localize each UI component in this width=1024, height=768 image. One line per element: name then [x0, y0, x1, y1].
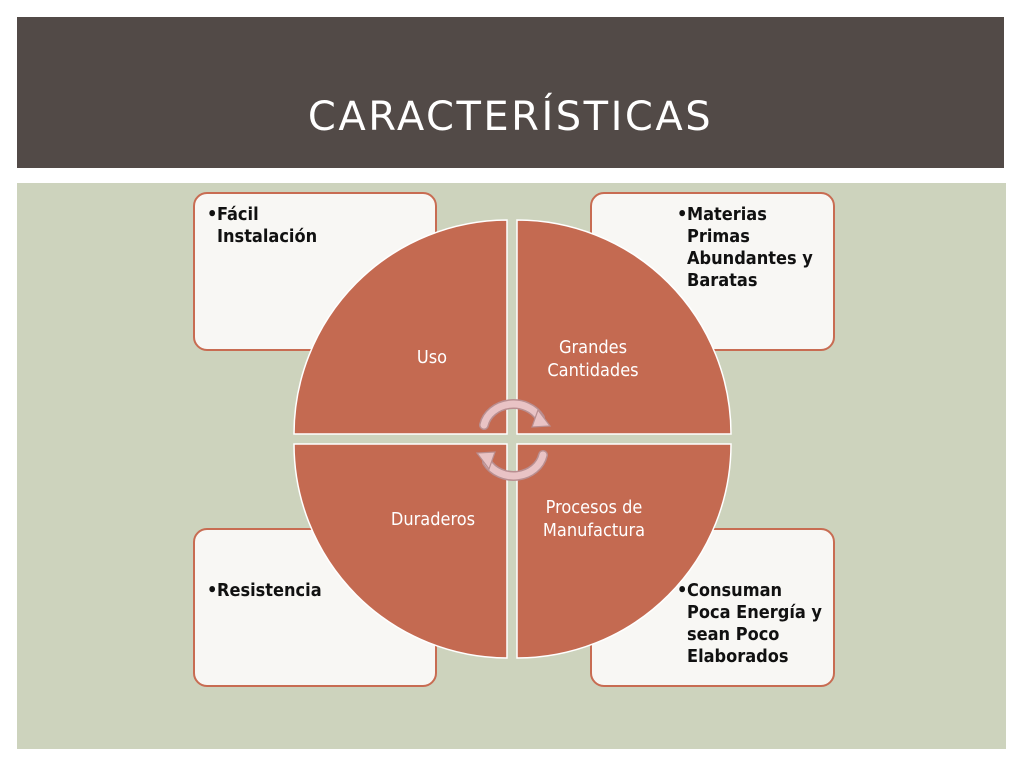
box-text-top-left: • Fácil Instalación [207, 204, 332, 248]
cycle-arrows-icon [475, 399, 552, 481]
box-label: Materias Primas Abundantes y Baratas [687, 204, 813, 291]
title-bar: CARACTERÍSTICAS [17, 17, 1004, 168]
bullet: • [677, 580, 688, 601]
quadrant-top-right [516, 219, 732, 435]
box-label: Resistencia [217, 580, 322, 601]
bullet: • [207, 580, 218, 601]
slide-title: CARACTERÍSTICAS [307, 94, 714, 140]
quadrant-label-grandes-cantidades: Grandes Cantidades [547, 337, 639, 381]
content-area [17, 183, 1006, 749]
quadrant-top-left [293, 219, 508, 435]
quadrant-bottom-right [516, 443, 732, 659]
box-text-bottom-right: • Consuman Poca Energía y sean Poco Elab… [677, 580, 829, 668]
bullet: • [207, 204, 218, 225]
box-label: Fácil Instalación [217, 204, 318, 247]
box-text-bottom-left: • Resistencia [207, 580, 332, 602]
quadrant-label-duraderos: Duraderos [390, 509, 476, 530]
box-text-top-right: • Materias Primas Abundantes y Baratas [677, 204, 827, 292]
quadrant-label-uso: Uso [416, 347, 448, 368]
quadrant-bottom-left [293, 443, 508, 659]
box-label: Consuman Poca Energía y sean Poco Elabor… [687, 580, 822, 667]
quadrant-label-procesos-de-manufactura: Procesos de Manufactura [542, 497, 646, 541]
bullet: • [677, 204, 688, 225]
